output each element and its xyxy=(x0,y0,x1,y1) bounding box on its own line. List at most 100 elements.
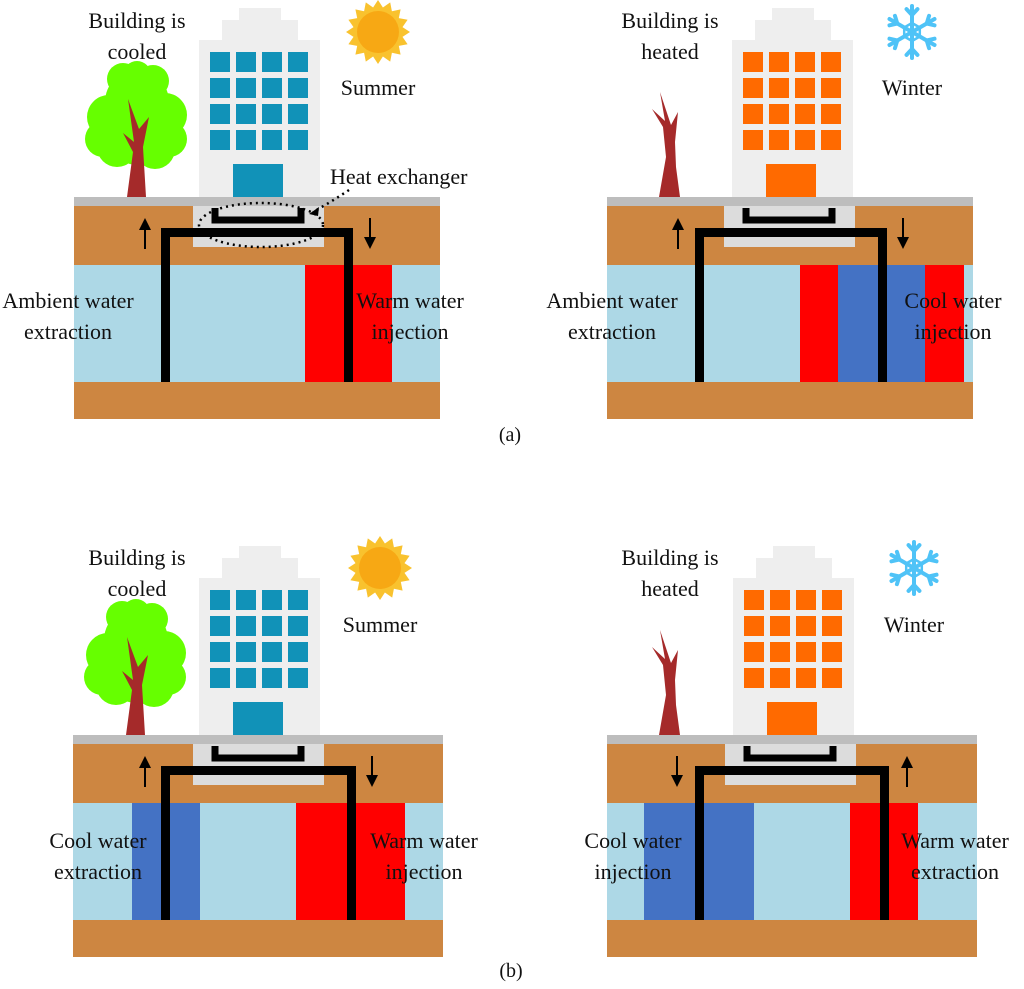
window xyxy=(770,590,790,610)
arrow-head xyxy=(672,218,684,230)
snowflake-icon xyxy=(887,4,937,60)
window xyxy=(821,104,841,124)
window xyxy=(744,642,764,662)
bare-tree-icon xyxy=(652,630,680,735)
right-well-label-line: Warm water xyxy=(901,828,1009,853)
window xyxy=(262,130,282,150)
well-pipe xyxy=(695,228,887,382)
right-well-label-line: Cool water xyxy=(904,288,1002,313)
snowflake-center xyxy=(904,557,924,579)
window xyxy=(796,642,816,662)
window xyxy=(822,642,842,662)
well-pipe xyxy=(695,766,889,920)
building-status-label-line: Building is xyxy=(621,8,718,33)
building-status-label-line: cooled xyxy=(108,576,167,601)
window xyxy=(795,78,815,98)
right-well-arrow-down xyxy=(364,218,376,249)
snowflake-branch xyxy=(924,21,937,28)
window xyxy=(796,668,816,688)
heat-exchanger xyxy=(725,744,856,785)
window xyxy=(288,642,308,662)
right-well-label-line: injection xyxy=(915,319,992,344)
building-top xyxy=(772,8,814,20)
bottom-soil-layer xyxy=(607,920,977,957)
heat-exchanger xyxy=(193,206,324,247)
window xyxy=(795,130,815,150)
window xyxy=(770,642,790,662)
window xyxy=(210,104,230,124)
snowflake-icon xyxy=(889,540,939,596)
arrow-head xyxy=(139,756,151,768)
right-well-label-line: Warm water xyxy=(356,288,464,313)
right-well-label: Warm water injection xyxy=(356,288,464,344)
window xyxy=(210,668,230,688)
snowflake-branch xyxy=(910,7,920,17)
building-upper xyxy=(222,20,298,40)
right-well-arrow-down xyxy=(897,218,909,249)
building-door xyxy=(766,164,816,197)
tree-foliage xyxy=(85,61,187,169)
snowflake-arm xyxy=(910,17,937,34)
building-loop-pipe xyxy=(211,746,305,762)
window xyxy=(288,616,308,636)
window xyxy=(795,104,815,124)
window xyxy=(210,52,230,72)
window xyxy=(236,78,256,98)
window xyxy=(236,642,256,662)
window xyxy=(236,104,256,124)
snowflake-center xyxy=(902,21,922,43)
right-well-label-line: injection xyxy=(372,319,449,344)
window xyxy=(288,590,308,610)
building-top xyxy=(239,8,281,20)
building-status-label-line: heated xyxy=(641,576,698,601)
window xyxy=(821,130,841,150)
left-well-arrow-down xyxy=(671,756,683,787)
right-well-label: Warm water extraction xyxy=(901,828,1009,884)
snowflake-arm xyxy=(889,566,916,583)
right-well-label-line: Warm water xyxy=(370,828,478,853)
building-loop-pipe xyxy=(743,746,837,762)
sun-icon xyxy=(346,0,410,64)
window xyxy=(262,642,282,662)
arrow-head xyxy=(897,237,909,249)
leafy-tree-icon xyxy=(85,61,187,197)
caption-b: (b) xyxy=(499,960,522,982)
heat-exchanger xyxy=(193,744,324,785)
window xyxy=(743,78,763,98)
season-label: Winter xyxy=(884,612,945,637)
bottom-soil-layer xyxy=(607,382,973,419)
bottom-soil-layer xyxy=(74,382,440,419)
ground-surface xyxy=(73,735,443,744)
tree-trunk xyxy=(123,99,149,197)
left-well-arrow-up xyxy=(139,218,151,249)
ground-surface xyxy=(74,197,440,206)
right-well-label-line: injection xyxy=(386,859,463,884)
building-upper xyxy=(222,558,298,578)
window xyxy=(821,78,841,98)
snowflake-branch xyxy=(887,36,900,43)
window xyxy=(210,642,230,662)
window xyxy=(744,616,764,636)
building xyxy=(732,8,853,197)
window xyxy=(262,52,282,72)
right-well-label-line: extraction xyxy=(911,859,999,884)
well-pipe xyxy=(161,228,353,382)
window xyxy=(769,104,789,124)
window xyxy=(288,78,308,98)
window xyxy=(744,590,764,610)
heat-exchanger-pointer-head xyxy=(309,207,319,216)
snowflake-branch xyxy=(926,557,939,564)
sun-core xyxy=(357,11,399,53)
ground-surface xyxy=(607,735,977,744)
building-door xyxy=(233,164,283,197)
building-top xyxy=(773,546,815,558)
window xyxy=(769,78,789,98)
snowflake-arm xyxy=(912,566,939,583)
window xyxy=(262,616,282,636)
window xyxy=(210,590,230,610)
window xyxy=(262,78,282,98)
